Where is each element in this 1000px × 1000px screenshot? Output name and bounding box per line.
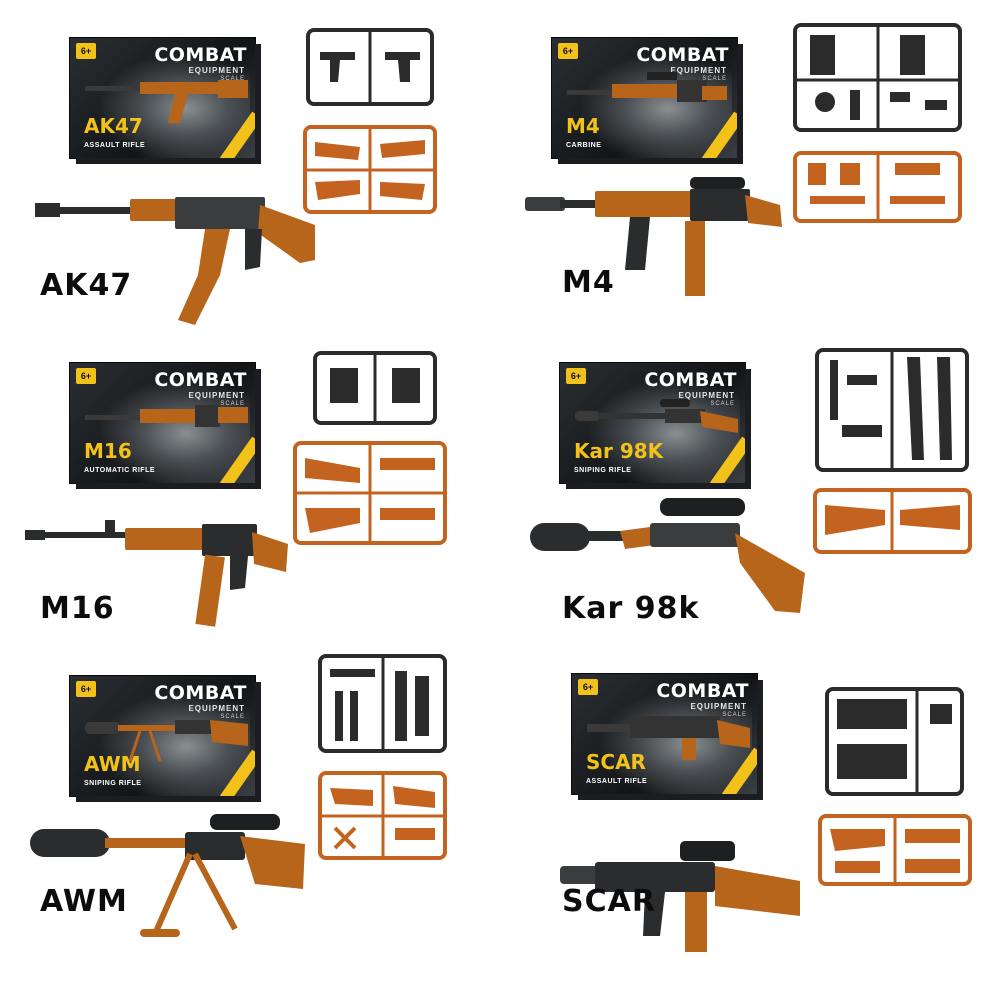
box-type: SNIPING RIFLE: [574, 467, 632, 474]
product-label: AK47: [40, 268, 133, 303]
orange-parts-sprue: [818, 814, 972, 886]
box-subtitle: EQUIPMENT: [188, 704, 245, 713]
age-badge: 6+: [76, 368, 96, 384]
box-type: ASSAULT RIFLE: [586, 778, 648, 785]
box-brand: COMBAT: [644, 369, 737, 391]
age-badge: 6+: [76, 43, 96, 59]
box-brand: COMBAT: [154, 682, 247, 704]
m4-carbine-model: [525, 177, 782, 296]
box-gun-icon: [85, 405, 248, 427]
box-type: AUTOMATIC RIFLE: [84, 467, 156, 474]
box-model: SCAR: [586, 750, 646, 774]
product-cell-m4: 6+ COMBAT EQUIPMENT SCALE M4 CARBINE: [500, 0, 1000, 333]
product-cell-scar: 6+ COMBAT EQUIPMENT SCALE SCAR ASSAULT R…: [500, 666, 1000, 999]
box-type: ASSAULT RIFLE: [84, 142, 146, 149]
ak47-rifle-model: [35, 197, 315, 325]
age-badge: 6+: [578, 679, 598, 695]
box-subtitle: EQUIPMENT: [188, 391, 245, 400]
product-cell-kar98k: 6+ COMBAT EQUIPMENT SCALE Kar 98K SNIPIN…: [500, 333, 1000, 666]
box-brand: COMBAT: [656, 680, 749, 702]
scar-rifle-model: [560, 841, 800, 952]
age-badge: 6+: [76, 681, 96, 697]
awm-rifle-model: [30, 814, 305, 937]
product-box: 6+ COMBAT EQUIPMENT SCALE SCAR ASSAULT R…: [572, 674, 757, 794]
box-subtitle: EQUIPMENT: [188, 66, 245, 75]
box-type: CARBINE: [566, 142, 602, 149]
box-gun-icon: [567, 72, 727, 102]
box-scale: SCALE: [220, 714, 245, 720]
box-scale: SCALE: [722, 712, 747, 718]
kar98k-rifle-model: [530, 498, 805, 613]
product-box: 6+ COMBAT EQUIPMENT SCALE AWM SNIPING RI…: [70, 676, 255, 796]
box-subtitle: EQUIPMENT: [678, 391, 735, 400]
box-scale: SCALE: [702, 76, 727, 82]
black-parts-sprue: [318, 654, 447, 753]
product-label: M16: [40, 591, 115, 626]
box-model: AWM: [84, 752, 141, 776]
box-model: AK47: [84, 114, 143, 138]
product-label: SCAR: [562, 884, 656, 919]
product-cell-ak47: 6+ COMBAT EQUIPMENT SCALE AK47 ASSAULT R…: [0, 0, 500, 333]
black-parts-sprue: [815, 348, 969, 472]
box-gun-icon: [587, 716, 750, 760]
orange-parts-sprue: [318, 771, 447, 860]
product-box: 6+ COMBAT EQUIPMENT SCALE AK47 ASSAULT R…: [70, 38, 255, 158]
orange-parts-sprue: [293, 441, 447, 545]
product-label: AWM: [40, 884, 128, 919]
product-box: 6+ COMBAT EQUIPMENT SCALE M16 AUTOMATIC …: [70, 363, 255, 483]
box-brand: COMBAT: [154, 369, 247, 391]
product-label: M4: [562, 265, 615, 300]
black-parts-sprue: [825, 687, 964, 796]
product-label: Kar 98k: [562, 591, 700, 626]
black-parts-sprue: [793, 23, 962, 132]
box-brand: COMBAT: [154, 44, 247, 66]
m16-rifle-model: [25, 520, 288, 627]
orange-parts-sprue: [303, 125, 437, 214]
black-parts-sprue: [306, 28, 434, 106]
box-subtitle: EQUIPMENT: [690, 702, 747, 711]
box-type: SNIPING RIFLE: [84, 780, 142, 787]
box-gun-icon: [85, 720, 248, 762]
age-badge: 6+: [566, 368, 586, 384]
orange-parts-sprue: [813, 488, 972, 554]
box-brand: COMBAT: [636, 44, 729, 66]
box-gun-icon: [575, 399, 738, 433]
box-scale: SCALE: [220, 401, 245, 407]
box-model: Kar 98K: [574, 439, 664, 463]
product-cell-awm: 6+ COMBAT EQUIPMENT SCALE AWM SNIPING RI…: [0, 654, 500, 999]
age-badge: 6+: [558, 43, 578, 59]
box-model: M4: [566, 114, 600, 138]
box-scale: SCALE: [220, 76, 245, 82]
box-subtitle: EQUIPMENT: [670, 66, 727, 75]
box-scale: SCALE: [710, 401, 735, 407]
product-box: 6+ COMBAT EQUIPMENT SCALE Kar 98K SNIPIN…: [560, 363, 745, 483]
orange-parts-sprue: [793, 151, 962, 223]
product-cell-m16: 6+ COMBAT EQUIPMENT SCALE M16 AUTOMATIC …: [0, 333, 500, 666]
black-parts-sprue: [313, 351, 437, 425]
box-model: M16: [84, 439, 132, 463]
box-gun-icon: [85, 80, 248, 123]
product-box: 6+ COMBAT EQUIPMENT SCALE M4 CARBINE: [552, 38, 737, 158]
